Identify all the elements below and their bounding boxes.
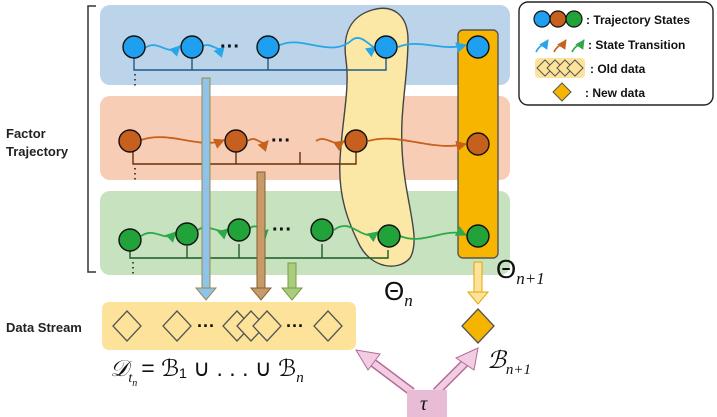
orange-transition bbox=[140, 136, 225, 149]
green-state-node bbox=[118, 228, 142, 252]
green-transition bbox=[140, 231, 177, 243]
state-transition-icon bbox=[535, 39, 585, 53]
green-trajectory: ··· ⋮ bbox=[118, 218, 490, 275]
tau-label: τ bbox=[420, 393, 428, 415]
blue-state-node bbox=[466, 35, 490, 59]
tau-arrow-right bbox=[432, 347, 479, 396]
old-data-item bbox=[313, 310, 343, 342]
old-data-item bbox=[252, 310, 282, 342]
green-transition bbox=[197, 226, 229, 240]
new-data-diamond bbox=[461, 308, 495, 344]
orange-feed-arrow bbox=[249, 171, 273, 301]
green-vdots: ⋮ bbox=[126, 259, 140, 275]
green-state-node bbox=[377, 224, 401, 248]
tau-box bbox=[407, 390, 447, 417]
legend-label-new-data: : New data bbox=[585, 86, 645, 100]
green-ellipsis: ··· bbox=[272, 219, 292, 241]
orange-state-node bbox=[344, 129, 368, 153]
blue-factor-band bbox=[100, 5, 510, 85]
blue-state-node bbox=[180, 35, 204, 59]
orange-connector bbox=[132, 152, 357, 165]
legend-label-trajectory-states: : Trajectory States bbox=[586, 13, 690, 27]
blue-transition bbox=[397, 42, 468, 53]
orange-state-node bbox=[466, 132, 490, 156]
blue-vdots: ⋮ bbox=[128, 71, 142, 87]
orange-vdots: ⋮ bbox=[128, 165, 142, 181]
b-n1-label: ℬn+1 bbox=[487, 348, 531, 378]
blue-state-node bbox=[122, 35, 146, 59]
blue-feed-arrow bbox=[194, 77, 218, 301]
green-state-node bbox=[175, 222, 199, 246]
blue-state-node bbox=[256, 35, 280, 59]
legend-label-state-transition: : State Transition bbox=[588, 38, 685, 52]
old-data-icon bbox=[535, 58, 585, 78]
orange-transition bbox=[247, 138, 269, 152]
blue-transition bbox=[144, 44, 181, 57]
green-state-node bbox=[310, 218, 334, 242]
blue-transition bbox=[201, 44, 225, 58]
orange-state-node bbox=[118, 129, 142, 153]
green-state-node bbox=[227, 218, 251, 242]
new-data-icon bbox=[552, 82, 572, 102]
new-data-arrow bbox=[466, 261, 490, 305]
data-stream-formula: 𝒟tn= ℬ₁ ∪ . . . ∪ ℬn bbox=[110, 355, 304, 389]
tau-arrow-left bbox=[355, 349, 415, 396]
orange-transition bbox=[367, 137, 468, 152]
green-state-node bbox=[466, 224, 490, 248]
green-feed-arrow bbox=[280, 262, 304, 301]
factor-bracket bbox=[87, 5, 96, 273]
orange-trajectory: ··· ⋮ bbox=[118, 129, 490, 181]
data-stream-ellipsis-1: ··· bbox=[197, 316, 215, 336]
green-transition bbox=[399, 226, 467, 240]
blue-ellipsis: ··· bbox=[220, 36, 240, 58]
old-data-diamonds bbox=[112, 310, 343, 342]
orange-state-node bbox=[224, 129, 248, 153]
blue-state-node bbox=[374, 35, 398, 59]
theta-n-label: Θn bbox=[384, 276, 413, 310]
orange-transition bbox=[315, 138, 345, 151]
theta-n1-label: Θn+1 bbox=[496, 254, 545, 288]
theta-n-region bbox=[339, 7, 415, 267]
blue-connector bbox=[133, 58, 387, 71]
old-data-item bbox=[162, 310, 192, 342]
factor-label-line2: Trajectory bbox=[6, 144, 69, 159]
factor-label-line1: Factor bbox=[6, 126, 46, 141]
green-transition bbox=[333, 225, 379, 243]
legend-box bbox=[518, 1, 714, 106]
data-stream-label: Data Stream bbox=[6, 320, 82, 335]
legend: : Trajectory States : State Transition :… bbox=[518, 1, 714, 106]
orange-ellipsis: ··· bbox=[271, 130, 291, 152]
legend-label-old-data: : Old data bbox=[590, 62, 646, 76]
trajectory-states-icon bbox=[533, 10, 583, 28]
data-stream-ellipsis-2: ··· bbox=[286, 316, 304, 336]
blue-transition bbox=[275, 37, 377, 58]
old-data-item bbox=[112, 310, 142, 342]
blue-trajectory: ··· ⋮ bbox=[122, 35, 490, 87]
